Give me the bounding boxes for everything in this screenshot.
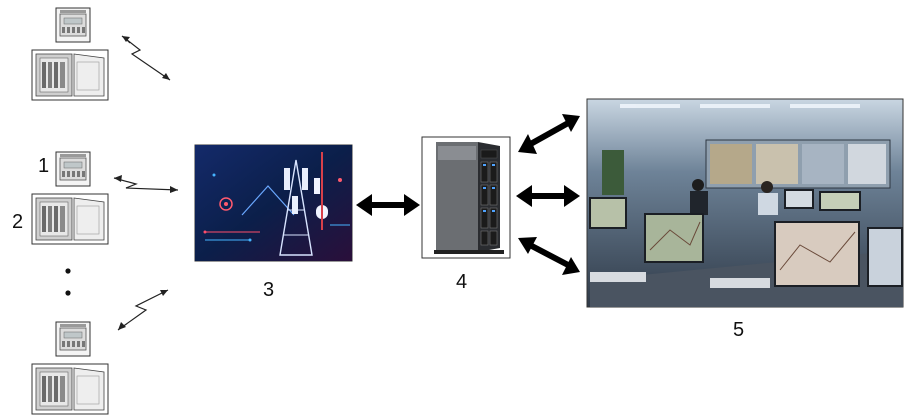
base-station-image [194, 144, 353, 262]
wireless-link-bottom [117, 289, 169, 331]
cabinet-device-3 [31, 363, 109, 415]
cabinet-device-2 [31, 193, 109, 245]
arrow-station-server [356, 194, 420, 216]
meter-device-1 [55, 7, 91, 43]
meter-device-3 [55, 321, 91, 357]
label-control-center: 5 [733, 319, 745, 341]
label-base-station: 3 [263, 279, 275, 301]
meter-device-2 [55, 151, 91, 187]
server-tower-image [421, 136, 511, 259]
label-server: 4 [456, 271, 468, 293]
label-meter: 1 [38, 155, 50, 177]
wireless-link-top [121, 35, 171, 81]
arrow-server-control-top [518, 114, 580, 154]
label-cabinet: 2 [12, 211, 24, 233]
wireless-link-middle [113, 175, 179, 193]
control-center-image [586, 98, 904, 308]
ellipsis-dot-1 [65, 268, 71, 274]
arrow-server-control-middle [516, 185, 580, 207]
arrow-server-control-bottom [518, 237, 580, 275]
cabinet-device-1 [31, 49, 109, 101]
ellipsis-dot-2 [65, 290, 71, 296]
